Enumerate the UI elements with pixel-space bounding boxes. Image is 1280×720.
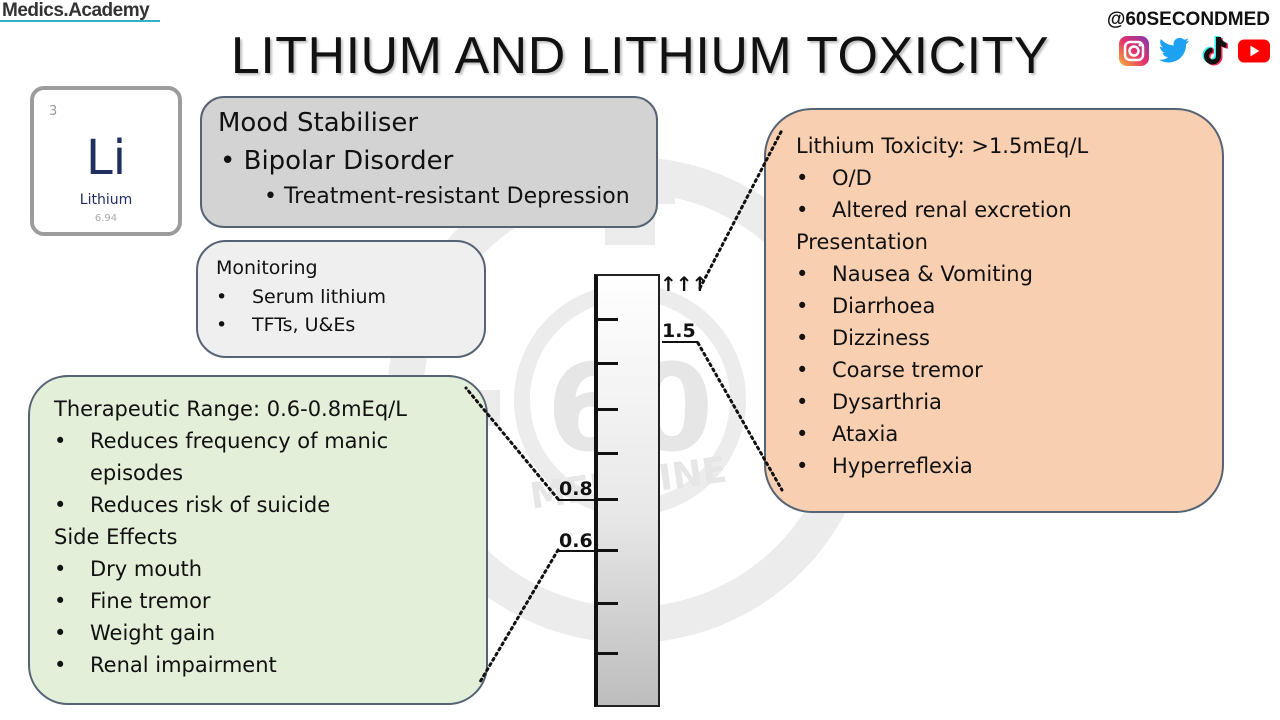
monitoring-item: TFTs, U&Es bbox=[252, 314, 356, 336]
gauge-tick bbox=[594, 652, 618, 655]
presentation-item: Ataxia bbox=[832, 422, 899, 446]
presentation-item: Hyperreflexia bbox=[832, 454, 973, 478]
youtube-icon[interactable] bbox=[1238, 35, 1270, 67]
brand-underline bbox=[0, 20, 160, 22]
therapeutic-range-box: Therapeutic Range: 0.6-0.8mEq/L • Reduce… bbox=[28, 375, 488, 705]
element-name: Lithium bbox=[79, 192, 133, 208]
bullet-icon: • bbox=[796, 198, 809, 222]
therapeutic-heading: Therapeutic Range: 0.6-0.8mEq/L bbox=[54, 397, 407, 421]
gauge-tick bbox=[594, 549, 618, 552]
bullet-icon: • bbox=[54, 429, 67, 453]
side-effect-item: Weight gain bbox=[90, 621, 216, 645]
gauge-tick bbox=[594, 498, 618, 501]
presentation-item: Dysarthria bbox=[832, 390, 942, 414]
mood-sub-bullet: • Treatment-resistant Depression bbox=[264, 184, 630, 209]
gauge-marker-mid bbox=[558, 499, 596, 501]
toxicity-heading: Lithium Toxicity: >1.5mEq/L bbox=[796, 134, 1089, 158]
presentation-item: Nausea & Vomiting bbox=[832, 262, 1033, 286]
social-handle: @60SECONDMED bbox=[1106, 9, 1270, 30]
side-effect-item: Fine tremor bbox=[90, 589, 211, 613]
mood-heading: Mood Stabiliser bbox=[218, 108, 419, 138]
presentation-item: Dizziness bbox=[832, 326, 930, 350]
monitoring-box: Monitoring • Serum lithium • TFTs, U&Es bbox=[196, 240, 486, 358]
gauge-tick bbox=[594, 602, 618, 605]
element-symbol: Li bbox=[85, 130, 127, 186]
bullet-icon: • bbox=[796, 326, 809, 350]
lithium-level-gauge bbox=[594, 274, 660, 707]
gauge-tick bbox=[594, 362, 618, 365]
benefit-item-continued: episodes bbox=[90, 461, 184, 485]
bullet-icon: • bbox=[54, 493, 67, 517]
bullet-icon: • bbox=[796, 294, 809, 318]
element-tile: 3 Li Lithium 6.94 bbox=[30, 86, 182, 236]
mood-bullet: • Bipolar Disorder bbox=[220, 146, 454, 176]
side-effect-item: Dry mouth bbox=[90, 557, 203, 581]
gauge-tick bbox=[594, 318, 618, 321]
up-arrows-icon: ↑↑↑ bbox=[660, 272, 708, 296]
presentation-heading: Presentation bbox=[796, 230, 928, 254]
bullet-icon: • bbox=[216, 286, 228, 308]
bullet-icon: • bbox=[796, 262, 809, 286]
toxicity-box: Lithium Toxicity: >1.5mEq/L • O/D • Alte… bbox=[764, 108, 1224, 513]
mood-stabiliser-box: Mood Stabiliser • Bipolar Disorder • Tre… bbox=[200, 96, 658, 228]
bullet-icon: • bbox=[796, 422, 809, 446]
side-effects-heading: Side Effects bbox=[54, 525, 178, 549]
presentation-item: Diarrhoea bbox=[832, 294, 936, 318]
monitoring-heading: Monitoring bbox=[216, 257, 318, 279]
atomic-weight: 6.94 bbox=[94, 213, 118, 224]
page-title: LITHIUM AND LITHIUM TOXICITY bbox=[230, 27, 1050, 85]
bullet-icon: • bbox=[54, 557, 67, 581]
toxicity-cause: Altered renal excretion bbox=[832, 198, 1072, 222]
gauge-tick bbox=[594, 408, 618, 411]
toxicity-cause: O/D bbox=[832, 166, 872, 190]
side-effect-item: Renal impairment bbox=[90, 653, 277, 677]
gauge-marker-high bbox=[662, 341, 698, 343]
bullet-icon: • bbox=[54, 653, 67, 677]
monitoring-item: Serum lithium bbox=[252, 286, 387, 308]
twitter-icon[interactable] bbox=[1158, 35, 1190, 67]
brand-logo: Medics.Academy bbox=[2, 0, 150, 21]
bullet-icon: • bbox=[216, 314, 228, 336]
gauge-marker-low bbox=[558, 550, 596, 552]
bullet-icon: • bbox=[54, 621, 67, 645]
tiktok-icon[interactable] bbox=[1198, 35, 1230, 67]
bullet-icon: • bbox=[796, 390, 809, 414]
benefit-item: Reduces risk of suicide bbox=[90, 493, 331, 517]
social-icons bbox=[1118, 35, 1270, 67]
bullet-icon: • bbox=[796, 454, 809, 478]
bullet-icon: • bbox=[54, 589, 67, 613]
bullet-icon: • bbox=[796, 358, 809, 382]
presentation-item: Coarse tremor bbox=[832, 358, 983, 382]
gauge-tick bbox=[594, 452, 618, 455]
benefit-item: Reduces frequency of manic bbox=[90, 429, 389, 453]
gauge-label-mid: 0.8 bbox=[559, 478, 593, 500]
bullet-icon: • bbox=[796, 166, 809, 190]
atomic-number: 3 bbox=[49, 104, 58, 119]
gauge-label-high: 1.5 bbox=[662, 320, 696, 342]
instagram-icon[interactable] bbox=[1118, 35, 1150, 67]
gauge-label-low: 0.6 bbox=[559, 530, 593, 552]
